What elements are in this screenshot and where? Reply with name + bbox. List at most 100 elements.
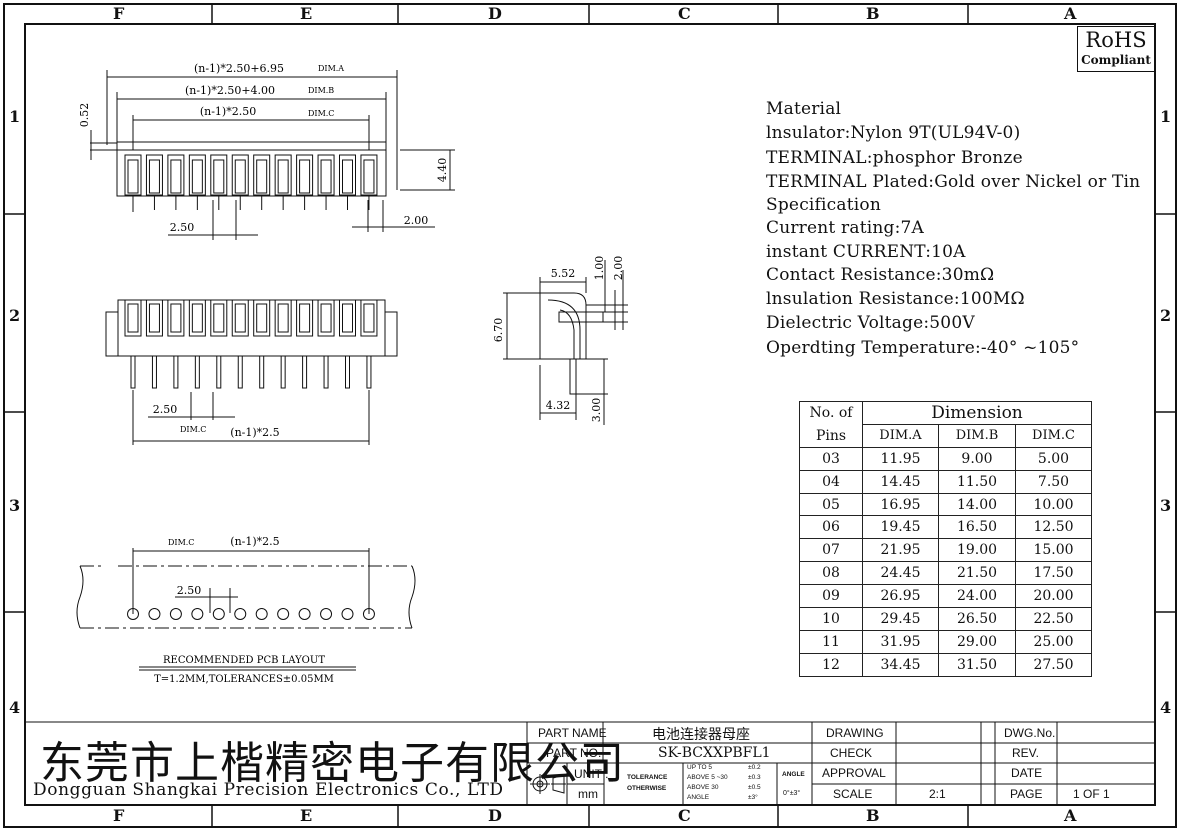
dim-value-cell: 29.00	[938, 629, 1016, 654]
front-contact-inner	[213, 303, 225, 333]
pcb-dim-c-label: (n-1)*2.5	[230, 535, 279, 548]
top-contact-inner	[256, 159, 268, 194]
zone-letter-b-top: B	[866, 4, 880, 23]
side-d1-label: 5.52	[551, 267, 576, 280]
dim-value-cell: 19.45	[862, 515, 939, 540]
drawing-label: DRAWING	[826, 726, 884, 740]
tolerance-label: TOLERANCE	[627, 774, 668, 781]
front-view	[105, 299, 398, 445]
top-contact-slot	[339, 154, 356, 196]
front-contact-pin	[216, 355, 222, 389]
top-contact-slot	[360, 154, 378, 196]
zone-number-4-right: 4	[1160, 698, 1172, 717]
front-contact-slot	[317, 299, 335, 337]
dim-value-cell: 11.50	[938, 469, 1016, 494]
dim-pins-cell: 09	[799, 584, 863, 609]
top-contact-inner	[363, 159, 375, 194]
part-name-value: 电池连接器母座	[652, 727, 750, 743]
spec-dielectric-voltage: Dielectric Voltage:500V	[766, 313, 975, 333]
pcb-hole	[320, 608, 333, 620]
zone-letter-f-top: F	[113, 4, 125, 23]
front-contact-slot	[210, 299, 228, 337]
otherwise-label: OTHERWISE	[627, 785, 667, 792]
tol-angle-word: ANGLE	[687, 794, 710, 801]
dim-col-b: DIM.B	[938, 423, 1016, 448]
spec-terminal-plated: TERMINAL Plated:Gold over Nickel or Tin	[766, 172, 1141, 192]
top-contact-slot	[167, 154, 185, 196]
scale-value: 2:1	[929, 787, 946, 801]
zone-letter-e-top: E	[300, 4, 313, 23]
dim-value-cell: 26.95	[862, 584, 939, 609]
pcb-hole	[234, 608, 247, 620]
pcb-title: RECOMMENDED PCB LAYOUT	[163, 655, 325, 666]
pcb-hole	[191, 608, 204, 620]
front-contact-pin	[151, 355, 157, 389]
front-contact-inner	[256, 303, 268, 333]
top-contact-inner	[213, 159, 225, 194]
dim-value-cell: 11.95	[862, 446, 939, 471]
front-contact-inner	[170, 303, 182, 333]
dim-b-tag: DIM.B	[308, 86, 334, 95]
dim-a-label: (n-1)*2.50+6.95	[194, 62, 284, 75]
front-contact-slot	[274, 299, 292, 337]
dim-value-cell: 31.50	[938, 652, 1016, 677]
side-view	[503, 260, 628, 425]
side-d4-label: 6.70	[492, 318, 505, 343]
top-contact-slot	[124, 154, 142, 196]
zone-number-3-right: 3	[1160, 496, 1172, 515]
zone-number-2-right: 2	[1160, 306, 1172, 325]
angle-label: ANGLE	[782, 771, 805, 778]
front-contact-slot	[188, 299, 206, 337]
top-offset-label: 0.52	[78, 103, 91, 128]
front-contact-pin	[130, 355, 136, 389]
front-contact-inner	[148, 303, 160, 333]
top-contact-inner	[342, 159, 353, 194]
unit-value: mm	[578, 787, 598, 801]
top-contact-slot	[317, 154, 335, 196]
dim-b-label: (n-1)*2.50+4.00	[185, 84, 275, 97]
zone-letter-d-top: D	[488, 4, 502, 23]
dim-value-cell: 16.50	[938, 515, 1016, 540]
pcb-hole	[298, 608, 311, 620]
top-contact-slot	[145, 154, 163, 196]
dim-value-cell: 22.50	[1015, 607, 1092, 631]
company-name-cn: 东莞市上楷精密电子有限公司	[40, 738, 625, 789]
top-contact-inner	[127, 159, 139, 194]
dim-pins-cell: 04	[799, 469, 863, 494]
front-contact-slot	[360, 299, 378, 337]
part-no-label: PART NO.	[546, 746, 602, 760]
spec-insulator: lnsulator:Nylon 9T(UL94V-0)	[766, 123, 1021, 143]
top-width-label: 2.00	[404, 214, 429, 227]
top-contact-slot	[274, 154, 292, 196]
pcb-hole	[212, 608, 225, 620]
dim-value-cell: 17.50	[1015, 561, 1092, 586]
side-d6-label: 3.00	[590, 398, 603, 423]
zone-letter-d-bottom: D	[488, 806, 502, 825]
tol-angle-value: ±3°	[748, 794, 758, 801]
top-contact-slot	[296, 154, 314, 196]
front-contact-inner	[191, 303, 203, 333]
dim-pins-cell: 12	[799, 652, 863, 677]
rohs-title: RoHS	[1085, 28, 1147, 52]
side-d2-label: 1.00	[593, 256, 606, 281]
front-pitch-label: 2.50	[153, 403, 178, 416]
tol-range-3: ABOVE 30	[687, 784, 719, 791]
zone-number-1-right: 1	[1160, 107, 1172, 126]
spec-insulation-resistance: lnsulation Resistance:100MΩ	[766, 289, 1025, 309]
pcb-hole	[148, 608, 161, 620]
zone-letter-c-top: C	[678, 4, 691, 23]
dim-header-pins-1: No. of	[799, 401, 863, 425]
dim-pins-cell: 03	[799, 446, 863, 471]
part-name-label: PART NAME	[538, 726, 607, 740]
front-contact-inner	[320, 303, 332, 333]
dim-value-cell: 12.50	[1015, 515, 1092, 540]
pcb-pitch-label: 2.50	[177, 584, 202, 597]
front-contact-pin	[366, 355, 372, 389]
unit-label: UNIT :	[574, 767, 609, 781]
top-pitch-label: 2.50	[170, 221, 195, 234]
spec-material-heading: Material	[766, 99, 842, 119]
